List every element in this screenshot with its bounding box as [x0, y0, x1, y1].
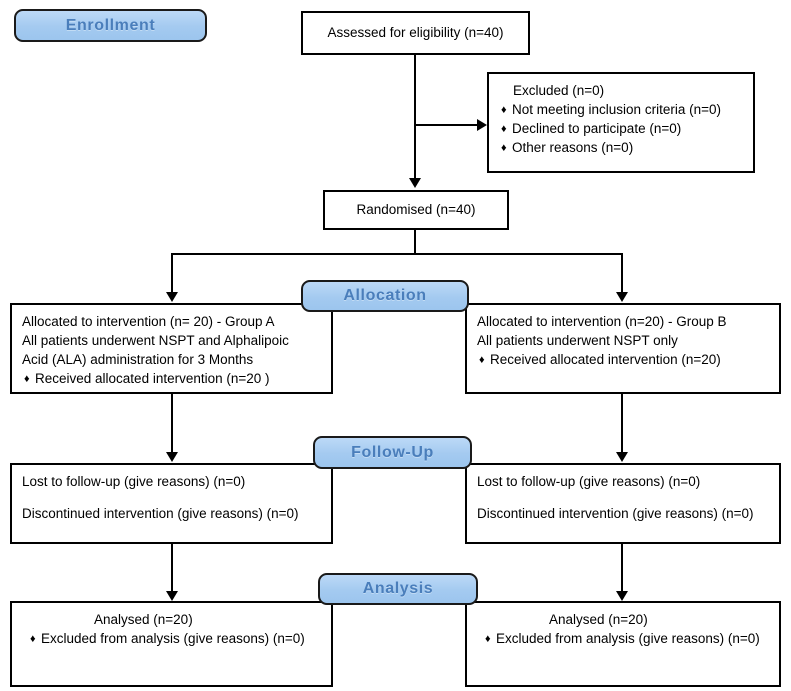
bullet-icon: ♦ [501, 123, 507, 136]
bullet-icon: ♦ [501, 104, 507, 117]
excluded-reason-1-label: Not meeting inclusion criteria (n=0) [512, 102, 721, 118]
arrow-down-icon-to-followup-right [616, 452, 628, 462]
allocation-right-bullet-1-label: Received allocated intervention (n=20) [490, 352, 721, 368]
followup-left-spacer [22, 491, 321, 504]
arrow-down-icon-to-randomised [409, 178, 421, 188]
connector-allocation-right-to-followup [621, 394, 623, 454]
arrow-down-icon-to-allocation-right [616, 292, 628, 302]
bullet-icon: ♦ [24, 373, 30, 386]
node-assessed-for-eligibility: Assessed for eligibility (n=40) [301, 11, 530, 55]
connector-randomised-split [171, 253, 623, 255]
analysis-left-bullet-1-label: Excluded from analysis (give reasons) (n… [41, 631, 305, 647]
bullet-icon: ♦ [30, 633, 36, 646]
analysis-right-bullet-1-label: Excluded from analysis (give reasons) (n… [496, 631, 760, 647]
allocation-left-bullet-1-label: Received allocated intervention (n=20 ) [35, 371, 270, 387]
stage-badge-follow-up: Follow-Up [313, 436, 472, 469]
stage-badge-enrollment-label: Enrollment [65, 16, 156, 34]
bullet-icon: ♦ [479, 354, 485, 367]
connector-followup-left-to-analysis [171, 544, 173, 593]
excluded-reason-3-label: Other reasons (n=0) [512, 140, 634, 156]
bullet-icon: ♦ [485, 633, 491, 646]
connector-randomised-right-drop [621, 253, 623, 294]
node-followup-group-b: Lost to follow-up (give reasons) (n=0) D… [465, 463, 781, 544]
arrow-down-icon-to-analysis-right [616, 591, 628, 601]
analysis-right-line-1: Analysed (n=20) [549, 612, 648, 627]
arrow-down-icon-to-allocation-left [166, 292, 178, 302]
node-analysis-group-a: Analysed (n=20) ♦ Excluded from analysis … [10, 601, 333, 687]
excluded-reason-2: ♦ Declined to participate (n=0) [499, 119, 743, 138]
allocation-left-line-1: Allocated to intervention (n= 20) - Grou… [22, 314, 275, 329]
bullet-icon: ♦ [501, 142, 507, 155]
excluded-heading: Excluded (n=0) [513, 83, 605, 98]
node-allocation-group-b: Allocated to intervention (n=20) - Group… [465, 303, 781, 394]
allocation-left-line-3: Acid (ALA) administration for 3 Months [22, 352, 254, 368]
node-randomised: Randomised (n=40) [323, 190, 509, 230]
excluded-reason-3: ♦ Other reasons (n=0) [499, 138, 743, 157]
analysis-left-bullet-1: ♦ Excluded from analysis (give reasons) (… [22, 629, 321, 648]
followup-right-spacer [477, 491, 769, 504]
allocation-right-line-1: Allocated to intervention (n=20) - Group… [477, 314, 727, 329]
analysis-left-line-1: Analysed (n=20) [94, 612, 193, 627]
arrow-down-icon-to-analysis-left [166, 591, 178, 601]
arrow-down-icon-to-followup-left [166, 452, 178, 462]
connector-assessed-to-randomised [414, 55, 416, 178]
connector-to-excluded [415, 124, 477, 126]
excluded-reason-1: ♦ Not meeting inclusion criteria (n=0) [499, 100, 743, 119]
followup-right-line-2: Discontinued intervention (give reasons)… [477, 506, 754, 522]
connector-allocation-left-to-followup [171, 394, 173, 454]
excluded-reason-2-label: Declined to participate (n=0) [512, 121, 682, 137]
node-analysis-group-b: Analysed (n=20) ♦ Excluded from analysis … [465, 601, 781, 687]
stage-badge-allocation: Allocation [301, 280, 469, 312]
allocation-right-line-2: All patients underwent NSPT only [477, 333, 678, 349]
followup-right-line-1: Lost to follow-up (give reasons) (n=0) [477, 474, 701, 489]
allocation-left-bullet-1: ♦ Received allocated intervention (n=20 ) [22, 369, 321, 388]
analysis-right-bullet-1: ♦ Excluded from analysis (give reasons) (… [477, 629, 769, 648]
allocation-right-bullet-1: ♦ Received allocated intervention (n=20) [477, 350, 769, 369]
node-allocation-group-a: Allocated to intervention (n= 20) - Grou… [10, 303, 333, 394]
followup-left-line-1: Lost to follow-up (give reasons) (n=0) [22, 474, 246, 489]
stage-badge-follow-up-label: Follow-Up [351, 443, 434, 461]
connector-randomised-stem [414, 230, 416, 254]
connector-followup-right-to-analysis [621, 544, 623, 593]
connector-randomised-left-drop [171, 253, 173, 294]
randomised-label: Randomised (n=40) [356, 202, 476, 218]
stage-badge-allocation-label: Allocation [343, 287, 427, 304]
arrow-right-icon-to-excluded [477, 119, 487, 131]
node-excluded: Excluded (n=0) ♦ Not meeting inclusion cr… [487, 72, 755, 173]
assessed-label: Assessed for eligibility (n=40) [327, 25, 504, 41]
stage-badge-enrollment: Enrollment [14, 9, 207, 42]
allocation-left-line-2: All patients underwent NSPT and Alphalip… [22, 333, 289, 349]
followup-left-line-2: Discontinued intervention (give reasons)… [22, 506, 299, 522]
stage-badge-analysis-label: Analysis [362, 580, 434, 597]
stage-badge-analysis: Analysis [318, 573, 478, 605]
node-followup-group-a: Lost to follow-up (give reasons) (n=0) D… [10, 463, 333, 544]
